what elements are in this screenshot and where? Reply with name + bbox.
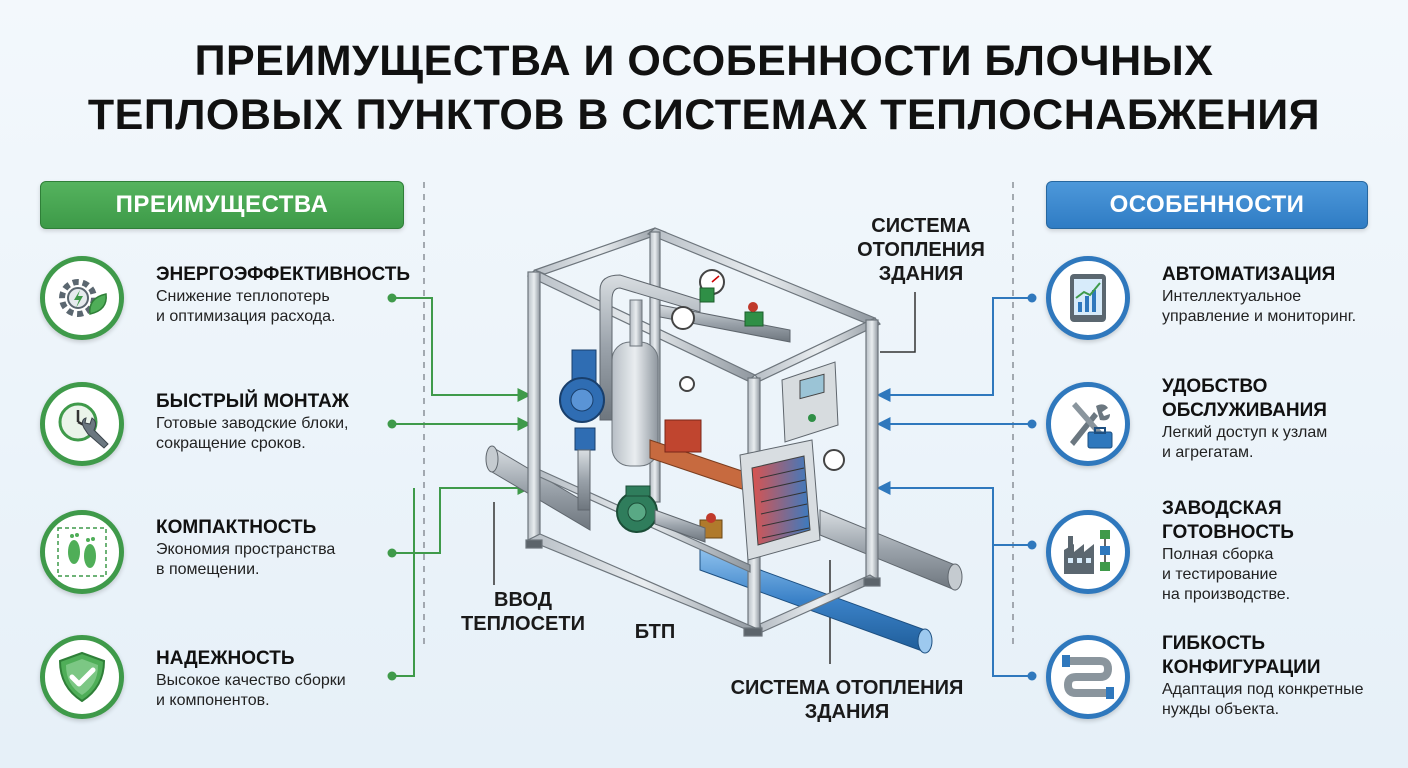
feature-maintenance: УДОБСТВО ОБСЛУЖИВАНИЯ Легкий доступ к уз…: [1162, 375, 1402, 463]
fast-install-icon-circle: [40, 382, 124, 466]
advantage-desc: Экономия пространства в помещении.: [156, 541, 336, 578]
tablet-chart-icon: [1070, 274, 1106, 322]
advantage-energy-efficiency: ЭНЕРГОЭФФЕКТИВНОСТЬ Снижение теплопотерь…: [156, 263, 411, 327]
flexible-pipe-icon: [1062, 655, 1114, 699]
feature-connectors: [876, 297, 1032, 677]
advantage-title: БЫСТРЫЙ МОНТАЖ: [156, 391, 349, 412]
pipe-inlet-left: [485, 445, 591, 531]
heat-exchanger: [739, 439, 821, 561]
feature-title: УДОБСТВО: [1162, 376, 1268, 397]
advantage-fast-install: БЫСТРЫЙ МОНТАЖ Готовые заводские блоки, …: [156, 390, 396, 454]
pressure-gauges: [671, 269, 845, 471]
feature-title: ЗАВОДСКАЯ: [1162, 498, 1282, 519]
advantage-desc: Высокое качество сборки и компонентов.: [156, 672, 346, 709]
advantage-connector-dots: [387, 293, 397, 681]
feature-connector-dots: [1027, 293, 1037, 681]
label-heating-system-top: СИСТЕМА ОТОПЛЕНИЯ ЗДАНИЯ: [857, 215, 985, 285]
tools-toolbox-icon: [1070, 402, 1113, 449]
factory-ready-icon-circle: [1046, 510, 1130, 594]
advantage-reliability: НАДЕЖНОСТЬ Высокое качество сборки и ком…: [156, 647, 396, 711]
advantage-title: КОМПАКТНОСТЬ: [156, 517, 317, 538]
maintenance-icon-circle: [1046, 382, 1130, 466]
factory-icon: [1064, 530, 1110, 574]
advantages-header: ПРЕИМУЩЕСТВА: [40, 181, 404, 229]
automation-icon-circle: [1046, 256, 1130, 340]
feature-desc: Полная сборка и тестирование на производ…: [1162, 546, 1291, 603]
feature-title-2: КОНФИГУРАЦИИ: [1162, 657, 1321, 678]
pipe-outlet-gray: [819, 509, 963, 591]
gear-leaf-energy-icon: [59, 279, 107, 317]
advantage-desc: Снижение теплопотерь и оптимизация расхо…: [156, 288, 336, 325]
advantage-desc: Готовые заводские блоки, сокращение срок…: [156, 415, 349, 452]
advantage-compactness: КОМПАКТНОСТЬ Экономия пространства в пом…: [156, 516, 396, 580]
page-title-line-1: ПРЕИМУЩЕСТВА И ОСОБЕННОСТИ БЛОЧНЫХ: [194, 37, 1214, 85]
features-header: ОСОБЕННОСТИ: [1046, 181, 1368, 229]
page-title: ПРЕИМУЩЕСТВА И ОСОБЕННОСТИ БЛОЧНЫХ ТЕПЛО…: [0, 34, 1408, 142]
page-title-line-2: ТЕПЛОВЫХ ПУНКТОВ В СИСТЕМАХ ТЕПЛОСНАБЖЕН…: [87, 91, 1321, 139]
reliability-icon-circle: [40, 635, 124, 719]
feature-desc: Легкий доступ к узлам и агрегатам.: [1162, 424, 1328, 461]
advantage-connectors: [392, 297, 532, 677]
feature-title: АВТОМАТИЗАЦИЯ: [1162, 264, 1336, 285]
feature-desc: Адаптация под конкретные нужды объекта.: [1162, 681, 1364, 718]
secondary-pump: [616, 485, 706, 543]
label-btp: БТП: [634, 621, 676, 643]
control-cabinet: [781, 361, 839, 443]
feature-title-2: ОБСЛУЖИВАНИЯ: [1162, 400, 1327, 421]
feature-title-2: ГОТОВНОСТЬ: [1162, 522, 1294, 543]
feature-title: ГИБКОСТЬ: [1162, 633, 1265, 654]
feature-flexibility: ГИБКОСТЬ КОНФИГУРАЦИИ Адаптация под конк…: [1162, 632, 1402, 720]
label-heating-system-bottom: СИСТЕМА ОТОПЛЕНИЯ ЗДАНИЯ: [730, 677, 964, 723]
motor-pipe: [649, 419, 746, 491]
flexibility-icon-circle: [1046, 635, 1130, 719]
advantage-title: ЭНЕРГОЭФФЕКТИВНОСТЬ: [156, 264, 411, 285]
advantage-title: НАДЕЖНОСТЬ: [156, 648, 295, 669]
compactness-icon-circle: [40, 510, 124, 594]
feature-desc: Интеллектуальное управление и мониторинг…: [1162, 288, 1357, 325]
label-heat-network-inlet: ВВОД ТЕПЛОСЕТИ: [461, 589, 585, 635]
feature-automation: АВТОМАТИЗАЦИЯ Интеллектуальное управлени…: [1162, 263, 1402, 327]
energy-efficiency-icon-circle: [40, 256, 124, 340]
shield-check-icon: [58, 651, 106, 703]
clock-wrench-icon: [58, 402, 109, 449]
feature-factory-ready: ЗАВОДСКАЯ ГОТОВНОСТЬ Полная сборка и тес…: [1162, 497, 1402, 605]
circulation-pump: [559, 349, 605, 511]
footprints-icon: [57, 527, 107, 577]
